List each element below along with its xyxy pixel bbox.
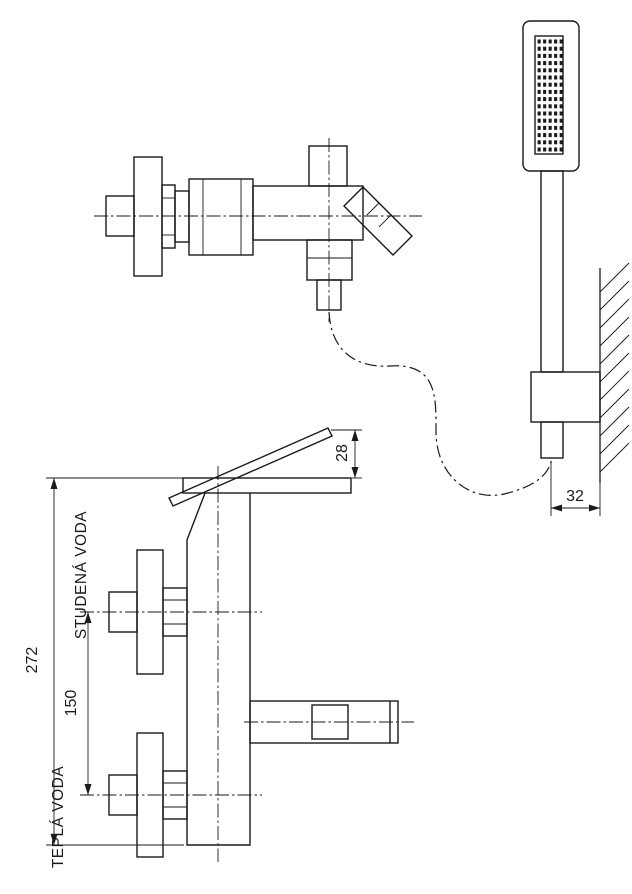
outlet-pipe-body [249, 700, 399, 744]
diverter-knob [308, 145, 348, 187]
dim-overall-height: 272 [24, 477, 184, 846]
shower-handle [540, 170, 564, 373]
outlet-pipe [244, 700, 414, 744]
hot-valve-assembly [80, 732, 262, 858]
spray-plate [534, 35, 564, 155]
arrow-up-icon [351, 430, 359, 441]
dim-wall-clearance: 32 [550, 462, 601, 516]
angled-spout [343, 186, 413, 256]
spout-base-plate [182, 477, 352, 494]
shower-hose [328, 311, 553, 496]
arrow-right-icon [589, 504, 600, 512]
dim-valve-spacing: 150 [63, 612, 92, 795]
arrow-up-icon [84, 612, 92, 623]
wall-bracket [530, 371, 601, 423]
mixer-front-view [80, 427, 414, 862]
dim-272-text: 272 [24, 647, 41, 674]
union-nut-outer [161, 184, 176, 249]
dimensions: 272 150 28 32 STUDENÁ VODA [24, 429, 601, 868]
arrow-down-icon [84, 784, 92, 795]
dim-150-text: 150 [63, 690, 80, 717]
arrow-down-icon [50, 834, 58, 845]
mixer-body [252, 185, 364, 241]
union-nut-inner [174, 190, 190, 243]
hot-water-label: TEPLÁ VODA [50, 766, 67, 868]
hand-shower [522, 20, 601, 459]
arrow-up-icon [50, 478, 58, 489]
hose-nipple [316, 279, 342, 311]
hot-handle-knob [108, 774, 138, 816]
wall-section [599, 262, 630, 483]
dim-28-text: 28 [334, 444, 351, 462]
spray-holes [537, 39, 563, 152]
wall-hatching [599, 262, 630, 473]
mixer-side-view [94, 138, 422, 322]
mixer-body-front [186, 492, 251, 846]
hose-connector [306, 239, 353, 281]
cold-handle-knob [108, 591, 138, 633]
escutcheon-flange [133, 156, 163, 277]
dim-spout-drop: 28 [331, 429, 362, 479]
outlet-connector [311, 704, 349, 740]
arrow-down-icon [351, 467, 359, 478]
hot-union-nut [162, 770, 188, 820]
cold-water-label: STUDENÁ VODA [73, 511, 90, 639]
cold-union-nut [162, 587, 188, 637]
cold-valve-assembly [80, 549, 262, 675]
cartridge-housing [188, 178, 254, 256]
waterfall-spout [168, 427, 333, 507]
shower-stem [540, 421, 564, 459]
dim-32-text: 32 [566, 488, 584, 505]
arrow-left-icon [551, 504, 562, 512]
